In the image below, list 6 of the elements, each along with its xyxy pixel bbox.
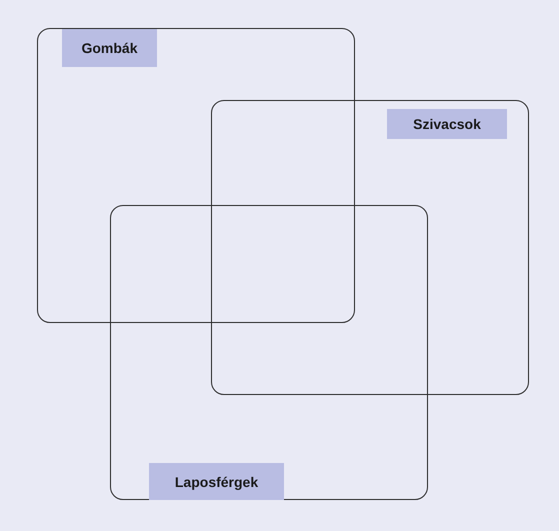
set-region [211, 100, 529, 395]
set-label: Szivacsok [387, 109, 507, 139]
set-region [110, 205, 428, 500]
set-label: Gombák [62, 29, 157, 67]
set-label: Laposférgek [149, 463, 284, 500]
set-region [37, 28, 355, 323]
